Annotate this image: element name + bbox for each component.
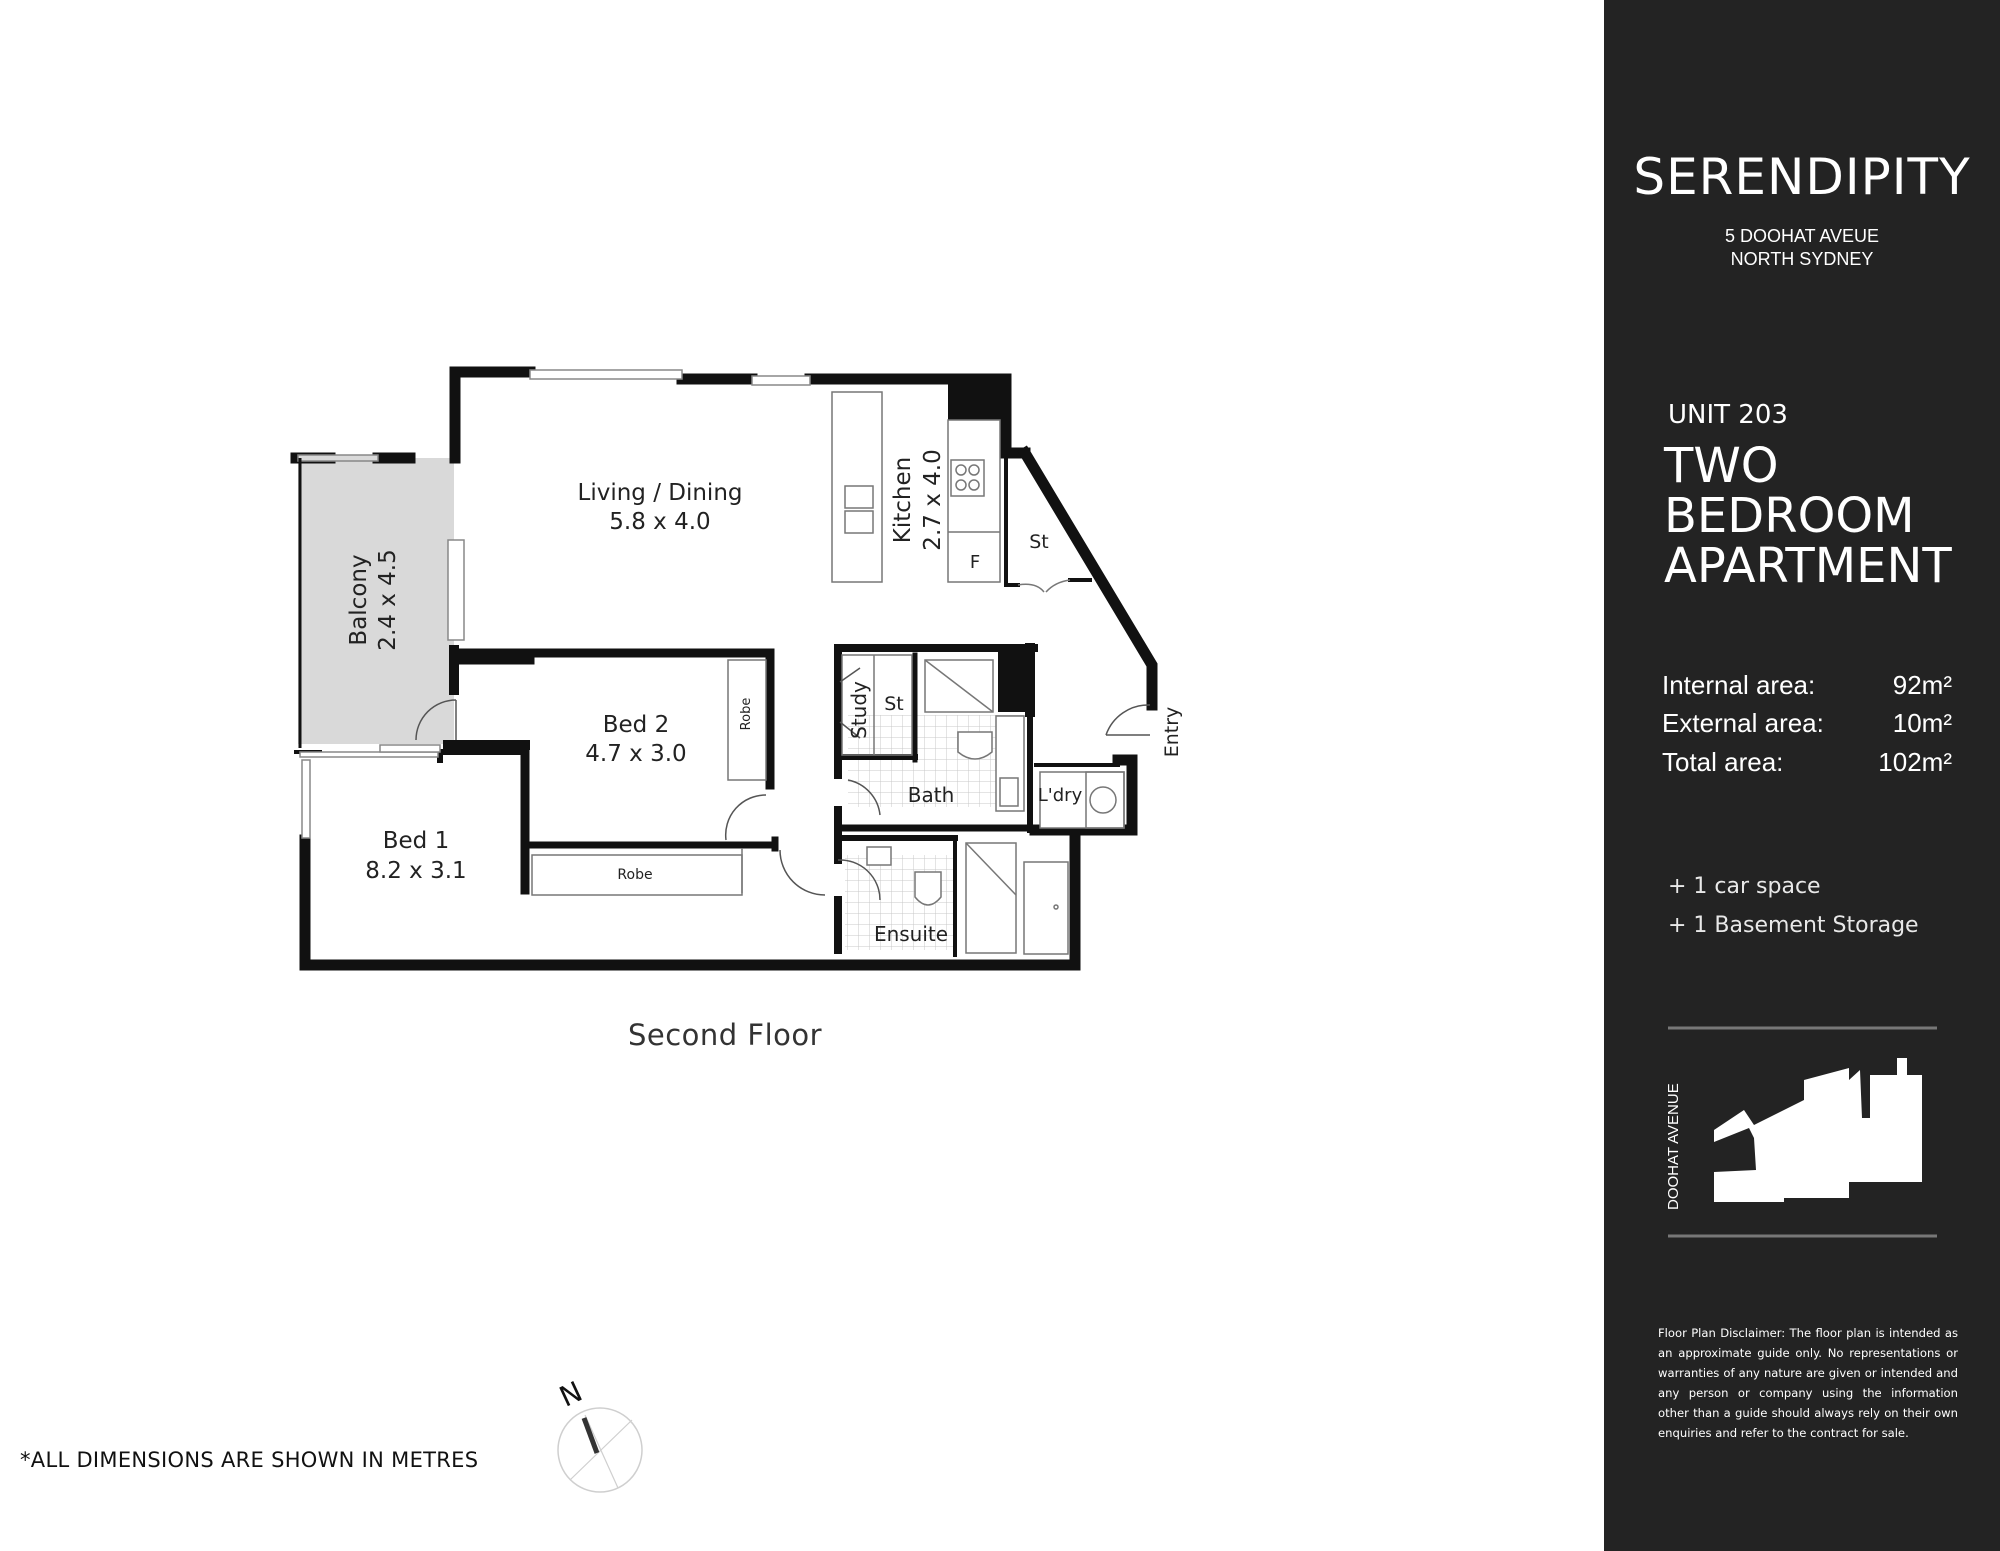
living-dining-dims: 5.8 x 4.0 [609,509,710,535]
study-label: Study [847,681,871,739]
windows [297,369,811,839]
bath-fixtures [841,654,1125,955]
bed1-dims: 8.2 x 3.1 [365,858,466,884]
extra-basement-storage: + 1 Basement Storage [1668,913,1919,938]
kitchen-dims: 2.7 x 4.0 [920,449,946,550]
area-label: Total area: [1662,747,1784,777]
entry-label: Entry [1161,707,1183,758]
apartment-type-line-1: TWO [1664,438,1779,494]
floor-plan-drawing: Living / Dining 5.8 x 4.0 Kitchen 2.7 x … [290,366,1183,1493]
bath-tiles [848,715,1024,807]
brand-title: SERENDIPITY [1633,148,1971,206]
area-value: 10m² [1892,708,1952,738]
laundry-label: L'dry [1038,785,1083,806]
address-line-2: NORTH SYDNEY [1730,249,1874,269]
apartment-type-line-2: BEDROOM [1664,488,1915,544]
ensuite-label: Ensuite [874,922,948,946]
robes [531,659,767,896]
balcony-dims: 2.4 x 4.5 [375,549,401,650]
area-value: 102m² [1878,747,1952,777]
floor-caption: Second Floor [627,1018,823,1052]
dimensions-note: *ALL DIMENSIONS ARE SHOWN IN METRES [20,1448,479,1472]
walls [290,366,1158,971]
kitchen-joinery [831,391,1071,593]
bed2-robe-label: Robe [739,698,754,731]
bed2-dims: 4.7 x 3.0 [585,741,686,767]
fridge-label: F [970,552,980,573]
kitchen-name: Kitchen [890,457,916,543]
address-line-1: 5 DOOHAT AVEUE [1724,226,1880,246]
floor-plan-area: Living / Dining 5.8 x 4.0 Kitchen 2.7 x … [20,366,1183,1493]
doors [415,667,1151,901]
unit-number: UNIT 203 [1668,400,1788,430]
apartment-type-line-3: APARTMENT [1664,538,1952,594]
balcony-name: Balcony [346,554,372,645]
area-label: External area: [1662,708,1824,738]
bath-label: Bath [908,783,955,807]
living-dining-name: Living / Dining [578,480,743,506]
bed2-name: Bed 2 [603,712,669,738]
compass-north-label: N [554,1375,587,1414]
site-plan: DOOHAT AVENUE [1665,1026,1937,1238]
bed1-robe-label: Robe [617,867,652,883]
building-footprint [1714,1058,1922,1202]
bed1-name: Bed 1 [383,828,449,854]
kitchen-store-label: St [1029,531,1049,553]
area-value: 92m² [1892,670,1952,700]
floor-plan-disclaimer: Floor Plan Disclaimer: The floor plan is… [1658,1326,1958,1440]
info-sidebar: SERENDIPITY 5 DOOHAT AVEUE NORTH SYDNEY … [1604,0,2000,1551]
compass-rose: N [554,1375,643,1493]
site-plan-street-label: DOOHAT AVENUE [1665,1083,1682,1210]
balcony-area [298,458,454,744]
study-store-label: St [884,693,904,715]
area-label: Internal area: [1662,670,1816,700]
extra-car-space: + 1 car space [1668,874,1821,899]
